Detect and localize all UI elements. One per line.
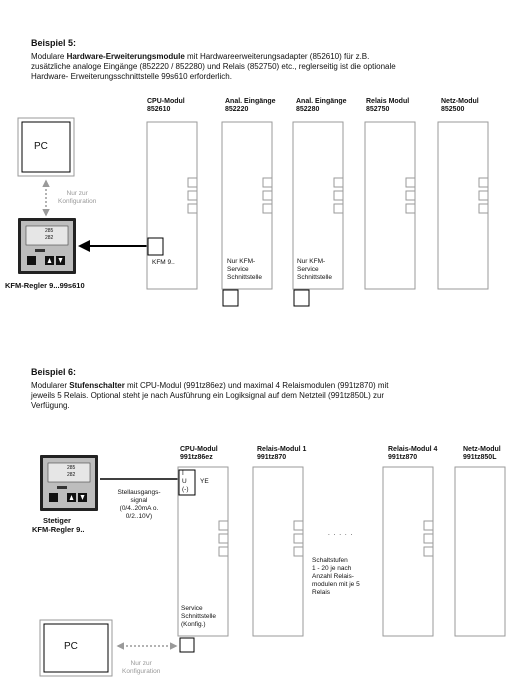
terminal-minus: (-) bbox=[182, 486, 189, 493]
controller-device-example5 bbox=[18, 218, 76, 274]
example5-heading: Beispiel 5: bbox=[31, 38, 77, 48]
module-ellipsis: . . . . . bbox=[328, 530, 354, 537]
pc-box-example5 bbox=[17, 117, 75, 177]
kfm-port-label: KFM 9.. bbox=[152, 259, 175, 266]
signal-label: Stellausgangs-signal(0/4..20mA o.0/2..10… bbox=[117, 489, 161, 520]
terminal-i: I bbox=[182, 470, 184, 477]
terminal-ye: YE bbox=[200, 478, 209, 485]
signal-input-terminal bbox=[178, 469, 196, 496]
service-socket-852280 bbox=[293, 289, 310, 307]
example6-paragraph: Modularer Stufenschalter mit CPU-Modul (… bbox=[31, 381, 389, 410]
service-socket-cpu-example6 bbox=[179, 637, 195, 653]
module-box-relais-1 bbox=[252, 466, 304, 637]
controller-label-example5: KFM-Regler 9...99s610 bbox=[5, 281, 85, 290]
service-socket-852220 bbox=[222, 289, 239, 307]
example5-paragraph: Modulare Hardware-Erweiterungsmodule mit… bbox=[31, 52, 396, 81]
pc-box-example6 bbox=[39, 619, 113, 677]
controller-device-example6 bbox=[40, 455, 98, 511]
pc-label-example6: PC bbox=[64, 641, 78, 652]
example6-heading: Beispiel 6: bbox=[31, 367, 77, 377]
terminal-u: U bbox=[182, 478, 187, 485]
kfm-port bbox=[147, 237, 164, 256]
pc-label-example5: PC bbox=[34, 141, 48, 152]
module-box-netz-991tz850L bbox=[454, 466, 506, 637]
